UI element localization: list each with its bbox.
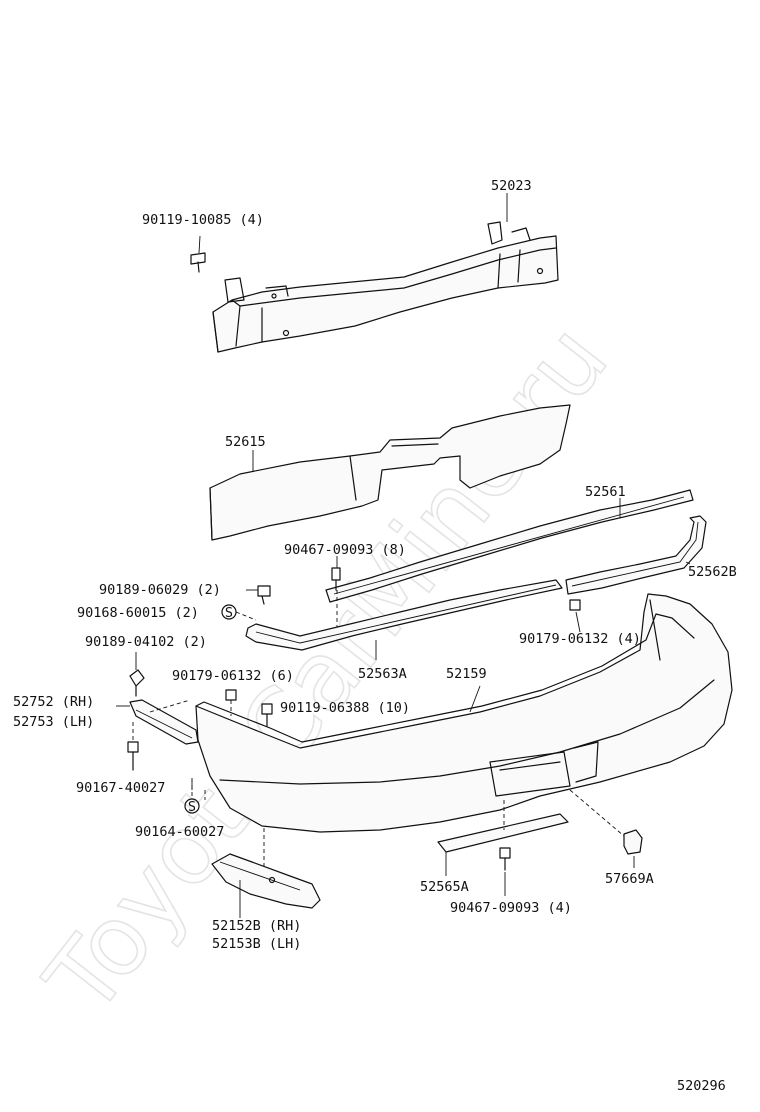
part-52152b-extension: [211, 853, 321, 909]
label-57669a: 57669A: [605, 871, 654, 887]
label-52159: 52159: [446, 666, 487, 682]
label-52023: 52023: [491, 178, 532, 194]
label-90179-06132-lower: 90179-06132 (6): [172, 668, 294, 684]
part-52562b-retainer-side: [565, 515, 707, 595]
label-90167-40027: 90167-40027: [76, 780, 165, 796]
screw-90167-40027: [127, 741, 139, 771]
label-90467-09093-upper: 90467-09093 (8): [284, 542, 406, 558]
nut-90179-06132-lower: [225, 689, 237, 701]
part-52615-absorber: [209, 404, 571, 541]
label-52563a: 52563A: [358, 666, 407, 682]
label-52153b-lh: 52153B (LH): [212, 936, 301, 952]
label-90467-09093-lower: 90467-09093 (4): [450, 900, 572, 916]
clip-90467-09093-lower: [499, 847, 511, 871]
part-52752-side-support: [129, 699, 199, 745]
s-mark-1-label: S: [225, 605, 233, 621]
s-mark-2: S: [184, 798, 200, 815]
nut-90179-06132-upper: [569, 599, 581, 611]
label-52562b: 52562B: [688, 564, 737, 580]
part-52023-reinforcement: [212, 221, 559, 353]
part-52159-bumper-cover: [195, 593, 733, 833]
bolt-90119-06388: [261, 703, 273, 727]
s-mark-1: S: [221, 604, 237, 621]
label-52753-lh: 52753 (LH): [13, 714, 94, 730]
bolt-90119-10085: [190, 252, 206, 273]
label-90189-04102: 90189-04102 (2): [85, 634, 207, 650]
s-mark-2-label: S: [188, 799, 196, 815]
label-52561: 52561: [585, 484, 626, 500]
screw-90189-04102: [129, 669, 145, 697]
label-52152b-rh: 52152B (RH): [212, 918, 301, 934]
label-52615: 52615: [225, 434, 266, 450]
part-52563a-retainer-lower: [245, 579, 563, 651]
diagram-id: 520296: [677, 1078, 726, 1094]
part-52565a-plate: [437, 813, 569, 853]
label-90179-06132-upper: 90179-06132 (4): [519, 631, 641, 647]
label-52752-rh: 52752 (RH): [13, 694, 94, 710]
label-90168-60015: 90168-60015 (2): [77, 605, 199, 621]
part-57669a-bracket: [623, 829, 643, 855]
part-52561-retainer-upper: [325, 489, 694, 603]
label-90119-06388: 90119-06388 (10): [280, 700, 410, 716]
label-90119-10085: 90119-10085 (4): [142, 212, 264, 228]
label-52565a: 52565A: [420, 879, 469, 895]
label-90164-60027: 90164-60027: [135, 824, 224, 840]
screw-90189-06029: [257, 585, 271, 605]
label-90189-06029: 90189-06029 (2): [99, 582, 221, 598]
